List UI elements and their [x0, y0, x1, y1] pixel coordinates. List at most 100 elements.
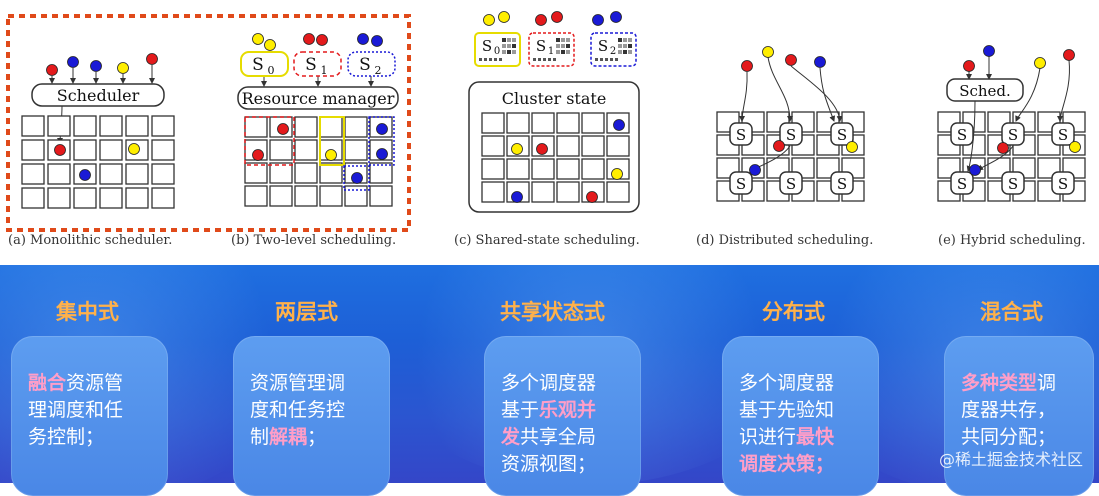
task-dot — [325, 149, 337, 161]
plain-text: 多个调度器 — [501, 372, 597, 394]
state-mini-cell — [499, 58, 502, 61]
state-mini-cell — [628, 38, 632, 42]
card-line: 融合资源管 — [28, 370, 160, 397]
task-dot — [1034, 57, 1046, 69]
task-dot — [90, 60, 102, 72]
grid-cell — [556, 181, 580, 203]
task-dot — [46, 64, 58, 76]
caption-hybrid: (e) Hybrid scheduling. — [938, 233, 1086, 248]
state-mini-cell — [494, 58, 497, 61]
grid-cell — [99, 139, 123, 161]
highlight-text: 多种类型 — [961, 372, 1038, 394]
plain-text: 度和任务控 — [250, 399, 346, 421]
task-dot — [610, 11, 622, 23]
grid-cell — [99, 187, 123, 209]
card-line: 制解耦； — [250, 424, 382, 451]
caption-distributed: (d) Distributed scheduling. — [696, 233, 874, 248]
plain-text: 理调度和任 — [28, 399, 124, 421]
state-mini-cell — [502, 44, 506, 48]
s0-box — [240, 51, 289, 77]
plain-text: 调 — [1037, 372, 1057, 394]
s2-box — [347, 51, 396, 77]
state-mini-cell — [556, 44, 560, 48]
state-mini-cell — [512, 38, 516, 42]
state-mini-cell — [595, 58, 598, 61]
task-dot — [814, 56, 826, 68]
grid-cell — [506, 112, 530, 134]
grid-cell — [294, 139, 318, 161]
heading-distributed: 分布式 — [762, 300, 825, 324]
card-shared-state: 多个调度器基于乐观并发共享全局资源视图； — [484, 336, 641, 496]
scheduler-replica-sub: 0 — [494, 46, 500, 57]
grid-cell — [556, 112, 580, 134]
s2-allocation-b — [343, 165, 370, 191]
plain-text: 基于 — [501, 399, 540, 421]
card-line: 度和任务控 — [250, 397, 382, 424]
caption-shared-state: (c) Shared-state scheduling. — [454, 233, 640, 248]
grid-cell — [244, 116, 268, 138]
card-text: 资源管理调度和任务控制解耦； — [250, 370, 382, 451]
scheduler-node — [1051, 171, 1075, 195]
grid-cell — [47, 115, 71, 137]
highlight-text: 融合 — [28, 372, 67, 394]
task-dot — [376, 148, 388, 160]
grid-cell — [47, 163, 71, 185]
scheduling-architecture-diagram: Scheduler S 0 S 1 S 2 Resource manager — [6, 11, 1086, 248]
state-mini-cell — [561, 44, 565, 48]
scheduler-node — [950, 122, 974, 146]
grid-cell — [73, 187, 97, 209]
sched-box — [946, 78, 1024, 102]
state-mini-cell — [628, 44, 632, 48]
grid-cell — [481, 158, 505, 180]
grid-cell — [151, 115, 175, 137]
s2-allocation-a — [368, 116, 395, 166]
state-mini-cell — [553, 58, 556, 61]
plain-text: 共同分配； — [961, 426, 1057, 448]
state-mini-cell — [479, 58, 482, 61]
plain-text: 资源视图； — [501, 453, 597, 475]
highlight-box — [6, 14, 411, 232]
grid-cell — [151, 163, 175, 185]
state-mini-cell — [548, 58, 551, 61]
grid-cell — [506, 158, 530, 180]
caption-two-level: (b) Two-level scheduling. — [231, 233, 397, 248]
scheduler-replica-label: S — [482, 37, 492, 55]
plain-text: 基于先验知 — [739, 399, 835, 421]
grid-cell — [344, 116, 368, 138]
scheduler-node — [830, 171, 854, 195]
state-mini-cell — [618, 38, 622, 42]
scheduler-node — [830, 122, 854, 146]
state-mini-cell — [512, 50, 516, 54]
state-mini-cell — [556, 50, 560, 54]
task-dot — [483, 14, 495, 26]
card-line: 度器共存， — [961, 397, 1086, 424]
grid-cell — [244, 162, 268, 184]
plain-text: 多个调度器 — [739, 372, 835, 394]
s1-sub: 1 — [321, 64, 328, 77]
task-dot — [79, 169, 91, 181]
card-two-level: 资源管理调度和任务控制解耦； — [233, 336, 390, 496]
highlight-text: 乐观并 — [539, 399, 597, 421]
s0-sub: 0 — [268, 64, 275, 77]
arrow — [1015, 67, 1041, 122]
grid-cell — [151, 139, 175, 161]
scheduler-node-label: S — [837, 126, 847, 144]
state-mini-cell — [507, 50, 511, 54]
scheduler-node-label: S — [837, 175, 847, 193]
grid-cell — [269, 185, 293, 207]
task-dot — [303, 33, 315, 45]
state-mini-cell — [507, 44, 511, 48]
card-line: 发共享全局 — [501, 424, 633, 451]
grid-cell — [21, 115, 45, 137]
card-line: 理调度和任 — [28, 397, 160, 424]
card-line: 调度决策； — [739, 451, 871, 478]
task-dot — [511, 143, 523, 155]
state-mini-cell — [618, 44, 622, 48]
resource-manager-box — [237, 86, 399, 110]
scheduler-node-label: S — [957, 126, 967, 144]
watermark: @稀土掘金技术社区 — [938, 450, 1083, 469]
task-dot — [611, 168, 623, 180]
task-dot — [1069, 141, 1081, 153]
